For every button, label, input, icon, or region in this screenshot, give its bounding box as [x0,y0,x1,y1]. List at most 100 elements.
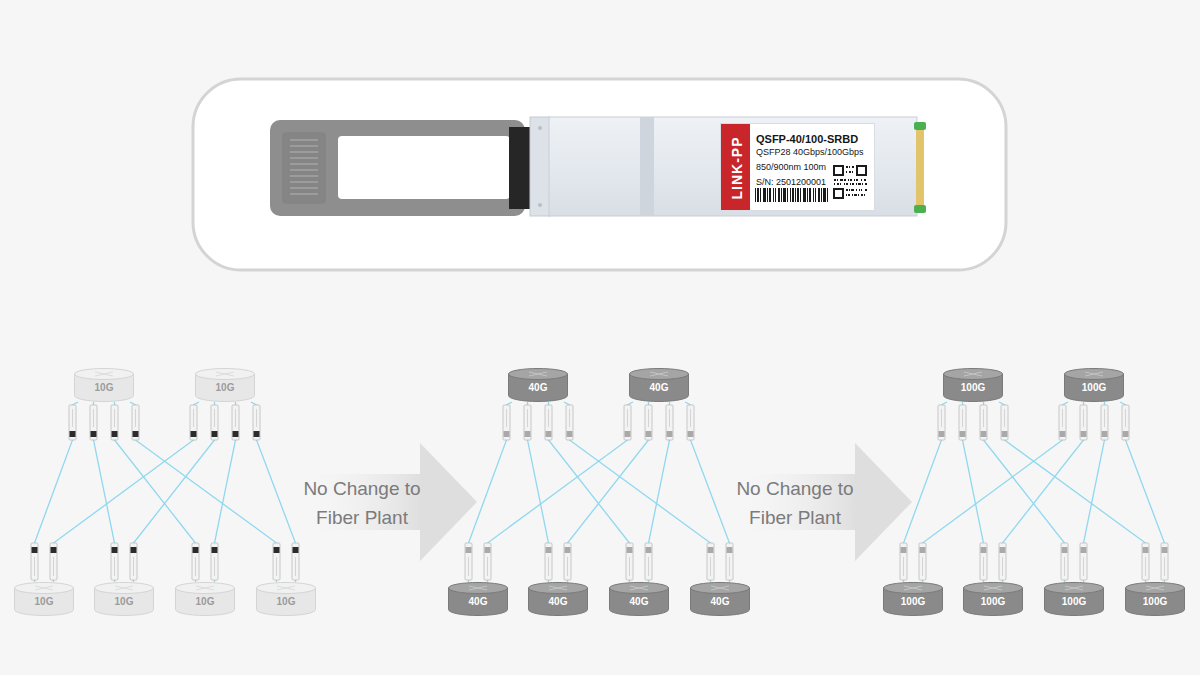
fiber-link [685,402,730,582]
speed-label: 10G [196,595,215,609]
speed-label: 40G [711,595,730,609]
speed-label: 10G [277,595,296,609]
pull-tab [270,120,525,216]
switch-top [964,583,1023,594]
switch-node: 40G [528,582,588,616]
switch-icon [650,372,668,376]
fiber-link [923,402,1069,582]
switch-icon [35,586,53,590]
qr-code [833,165,867,199]
label-text: QSFP28 40Gbps/100Gbps [756,146,864,158]
switch-node: 10G [14,582,74,616]
latch-frame [530,117,550,216]
switch-icon [216,372,234,376]
switch-top [944,369,1003,380]
switch-top [75,369,134,380]
speed-label: 40G [630,595,649,609]
switch-icon [964,372,982,376]
switch-node: 40G [508,368,568,402]
edge-connector [916,124,924,211]
progress-arrow [731,443,912,561]
switch-icon [984,586,1002,590]
switch-node: 100G [1044,582,1104,616]
fiber-link [1003,402,1084,582]
switch-icon [469,586,487,590]
speed-label: 40G [529,381,548,395]
switch-top [691,583,750,594]
speed-label: 100G [901,595,925,609]
switch-icon [1065,586,1083,590]
switch-icon [95,372,113,376]
fiber-link [568,402,649,582]
speed-label: 40G [549,595,568,609]
fiber-link [130,402,277,582]
switch-icon [711,586,729,590]
switch-icon [904,586,922,590]
switch-icon [630,586,648,590]
switch-icon [1085,372,1103,376]
fiber-link [54,402,200,582]
switch-node: 100G [963,582,1023,616]
switch-icon [277,586,295,590]
arrow-caption: No Change to Fiber Plant [725,474,865,532]
fiber-link [469,402,513,582]
switch-node: 100G [883,582,943,616]
speed-label: 100G [981,595,1005,609]
switch-node: 100G [1064,368,1124,402]
switch-top [196,369,255,380]
module-body [549,117,917,216]
switch-node: 40G [629,368,689,402]
switch-node: 40G [690,582,750,616]
switch-top [884,583,943,594]
fiber-link [115,402,196,582]
fiber-link [488,402,634,582]
speed-label: 10G [35,595,54,609]
switch-node: 100G [1125,582,1185,616]
fiber-link [1120,402,1165,582]
switch-icon [529,372,547,376]
switch-top [529,583,588,594]
module-band [640,117,654,216]
speed-label: 100G [1062,595,1086,609]
label-text: S/N: 2501200001 [756,176,826,188]
progress-arrow [298,443,477,561]
switch-top [15,583,74,594]
switch-node: 40G [609,582,669,616]
fiber-link [549,402,630,582]
switch-node: 100G [943,368,1003,402]
panel [193,79,1006,270]
switch-node: 10G [74,368,134,402]
fiber-link [134,402,215,582]
speed-label: 10G [95,381,114,395]
switch-top [610,583,669,594]
switch-top [176,583,235,594]
switch-icon [549,586,567,590]
switch-top [257,583,316,594]
switch-top [1065,369,1124,380]
module-label: LINK-PPQSFP-40/100-SRBDQSFP28 40Gbps/100… [720,123,875,211]
switch-icon [1146,586,1164,590]
barcode [755,188,830,202]
switch-top [1045,583,1104,594]
brand-logo: LINK-PP [729,128,745,208]
fiber-link [904,402,948,582]
speed-label: 100G [961,381,985,395]
fiber-link [984,402,1065,582]
switch-node: 40G [448,582,508,616]
switch-top [449,583,508,594]
speed-label: 10G [115,595,134,609]
arrow-caption: No Change to Fiber Plant [292,474,432,532]
switch-top [630,369,689,380]
speed-label: 100G [1082,381,1106,395]
fiber-link [999,402,1146,582]
fiber-link [251,402,296,582]
switch-node: 10G [94,582,154,616]
switch-top [95,583,154,594]
latch-block [509,127,533,209]
switch-node: 10G [256,582,316,616]
speed-label: 10G [216,381,235,395]
